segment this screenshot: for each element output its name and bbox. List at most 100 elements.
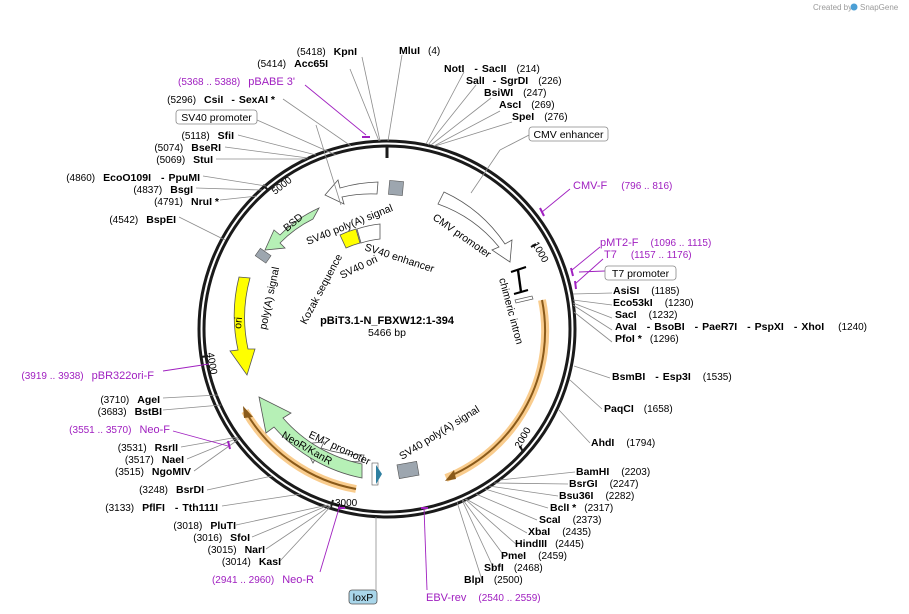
neor-orf-line <box>246 413 357 490</box>
primer-ebvrev: EBV-rev(2540 .. 2559) <box>426 592 541 604</box>
site-blpi: BlpI(2500) <box>464 574 523 586</box>
t7-bar-bottom <box>513 289 529 295</box>
fbxw12-orf <box>444 299 550 482</box>
site-sbfi: SbfI(2468) <box>484 562 543 574</box>
site-bsmbi: BsmBI-Esp3I(1535) <box>612 371 732 383</box>
primer-neof: (3551 .. 3570)Neo-F <box>69 424 170 436</box>
site-scai: ScaI(2373) <box>539 514 602 526</box>
plasmid-length: 5466 bp <box>368 327 406 339</box>
site-bcli: BclI *(2317) <box>550 502 613 514</box>
gray-feature-bottom <box>396 461 420 479</box>
primer-pbabe3: (5368 .. 5388)pBABE 3' <box>178 76 295 88</box>
site-sfii: (5118)SfiI <box>181 130 234 142</box>
tick-2000 <box>519 445 524 453</box>
site-kasi: (3014)KasI <box>222 556 281 568</box>
sv40-promoter-box <box>175 109 258 125</box>
site-agei: (3710)AgeI <box>100 394 160 406</box>
site-rsrii: (3531)RsrII <box>118 442 178 454</box>
bsd-arrow <box>264 207 320 251</box>
label-sv40-polya-bottom: SV40 poly(A) signal <box>397 403 482 462</box>
site-sali: SalI-SgrDI(226) <box>466 75 562 87</box>
t7-bar-top <box>510 266 527 273</box>
site-xbai: XbaI(2435) <box>528 526 591 538</box>
plasmid-name: pBiT3.1-N_FBXW12:1-394 <box>320 315 455 327</box>
boxed-features: SV40 promoter CMV enhancer T7 promoter l… <box>175 109 677 605</box>
site-eco0109i: (4860)EcoO109I-PpuMI <box>66 172 200 184</box>
small-arrow-neor <box>376 465 382 484</box>
label-ori: ori <box>232 317 245 330</box>
primer-mark-t7 <box>574 280 577 290</box>
primer-mark-neof <box>227 440 231 450</box>
primer-pbr322: (3919 .. 3938)pBR322ori-F <box>21 370 154 382</box>
credit-prefix: Created by <box>813 3 852 12</box>
site-mlui: MluI(4) <box>399 45 440 57</box>
backbone <box>197 139 577 519</box>
site-ngomiv: (3515)NgoMIV <box>115 466 191 478</box>
site-spei: SpeI(276) <box>512 111 568 123</box>
primer-mark-cmvf <box>539 207 545 217</box>
sites-left: (5418)KpnI (5414)Acc65I (5296)CsiI-SexAI… <box>66 46 357 568</box>
origin-marker <box>385 146 389 158</box>
site-csii: (5296)CsiI-SexAI * <box>167 94 276 106</box>
neor-orf <box>241 406 357 493</box>
loxp-label: loxP <box>353 592 373 604</box>
site-bsrdi: (3248)BsrDI <box>139 484 204 496</box>
credit-brand: SnapGene <box>860 3 899 12</box>
site-bamhi: BamHI(2203) <box>576 466 650 478</box>
site-stui: (5069)StuI <box>156 154 213 166</box>
primer-neor: (2941 .. 2960)Neo-R <box>212 574 314 586</box>
label-polya: poly(A) signal <box>257 266 282 331</box>
tick-4000 <box>200 355 209 358</box>
site-plui: (3018)PluTI <box>173 520 236 532</box>
primer-mark-pmt2 <box>570 267 574 277</box>
inner-features <box>229 179 534 486</box>
t7-promoter-box <box>604 265 677 281</box>
sv40-ori-box <box>339 228 361 249</box>
neor-orf-arrowhead <box>243 406 253 418</box>
cmv-promoter-arrow <box>437 191 513 263</box>
t7-promoter-label: T7 promoter <box>612 268 670 280</box>
cmv-enhancer-label: CMV enhancer <box>533 129 604 141</box>
tick-label-1000: 1000 <box>529 240 550 265</box>
fbxw12-orf-arrowhead <box>445 470 456 481</box>
kozak-arrow <box>514 295 534 304</box>
site-saci: SacI(1232) <box>615 309 678 321</box>
primer-pmt2f: pMT2-F(1096 .. 1115) <box>600 237 711 249</box>
primer-t7: T7(1157 .. 1176) <box>604 249 692 261</box>
site-eco53ki: Eco53kI(1230) <box>613 297 694 309</box>
site-pfoi: PfoI *(1296) <box>615 333 679 345</box>
site-sfoi: (3016)SfoI <box>193 532 250 544</box>
tick-1000 <box>530 243 537 248</box>
site-kpni: (5418)KpnI <box>297 46 357 58</box>
backbone-outer <box>197 139 577 519</box>
primer-cmvf: CMV-F(796 .. 816) <box>573 180 672 192</box>
primer-labels: (5368 .. 5388)pBABE 3' CMV-F(796 .. 816)… <box>21 76 711 604</box>
site-paqci: PaqCI(1658) <box>604 403 673 415</box>
neor-kanr-arrow <box>258 396 363 479</box>
site-hindiii: HindIII(2445) <box>515 538 584 550</box>
gray-feature-bsd <box>254 247 272 264</box>
site-bsrgi: BsrGI(2247) <box>569 478 639 490</box>
gray-feature-top <box>388 180 404 196</box>
loxp-box <box>348 589 378 605</box>
site-bsgi: (4837)BsgI <box>133 184 193 196</box>
site-naei: (3517)NaeI <box>125 454 184 466</box>
site-acc65i: (5414)Acc65I <box>257 58 328 70</box>
snapgene-logo-icon <box>850 3 858 11</box>
site-asci: AscI(269) <box>499 99 555 111</box>
plasmid-title: pBiT3.1-N_FBXW12:1-394 5466 bp <box>320 315 455 339</box>
sv40-enhancer-box <box>356 223 381 244</box>
snapgene-credit: Created by SnapGene <box>813 3 899 12</box>
site-nari: (3015)NarI <box>208 544 265 556</box>
sv40-polya-top-arrow <box>324 179 379 205</box>
primer-leaders <box>162 84 606 591</box>
site-bsu36i: Bsu36I(2282) <box>559 490 634 502</box>
leader-lines <box>162 54 613 590</box>
fbxw12-orf-line <box>449 299 547 477</box>
ori-arrow <box>229 276 256 376</box>
site-noti: NotI-SacII(214) <box>444 63 540 75</box>
site-asisi: AsiSI(1185) <box>613 285 679 297</box>
tick-label-3000: 3000 <box>335 498 358 509</box>
site-pflfi: (3133)PflFI-Tth111I <box>105 502 218 514</box>
site-ahdi: AhdI(1794) <box>591 437 655 449</box>
